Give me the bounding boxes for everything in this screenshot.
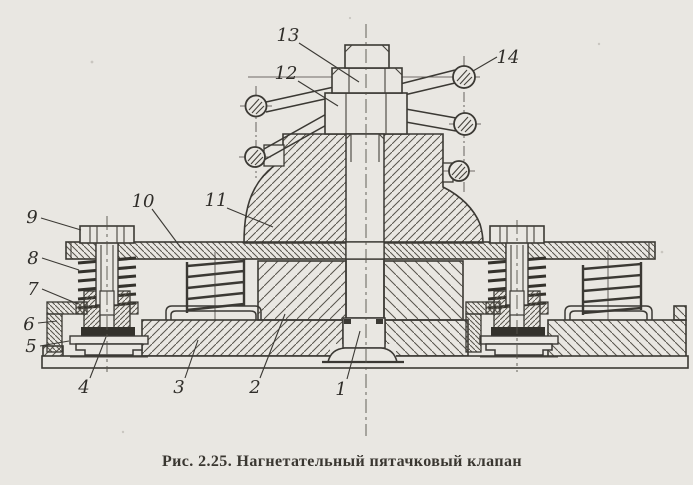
- part-label-8: 8: [27, 248, 38, 269]
- part-label-9: 9: [26, 207, 37, 228]
- scan-specks: [90, 16, 664, 434]
- part-label-3: 3: [173, 377, 184, 398]
- damper-valve-disc: [75, 343, 143, 356]
- damper-valve-disc: [485, 343, 553, 356]
- damper-spring-retainer: [491, 327, 545, 336]
- part-label-14: 14: [497, 47, 520, 68]
- damper-bracket-wall: [46, 313, 63, 353]
- part-label-4: 4: [77, 377, 89, 398]
- spindle-collar-and-foot: [322, 317, 404, 364]
- damper-spring-retainer: [81, 327, 135, 336]
- lift-limiter-plate: [65, 241, 656, 260]
- centerlines: [106, 24, 518, 436]
- part-label-5: 5: [25, 336, 36, 357]
- leader-lines: [37, 42, 498, 380]
- part-label-2: 2: [248, 377, 260, 398]
- valve-guide-block: [257, 260, 464, 321]
- tommy-bar-ball-ends: [239, 56, 481, 192]
- part-label-11: 11: [205, 190, 228, 211]
- spindle-stem: [345, 133, 385, 319]
- damper-plate: [479, 335, 559, 345]
- part-label-13: 13: [277, 25, 300, 46]
- part-label-10: 10: [132, 191, 155, 212]
- part-label-1: 1: [335, 379, 346, 400]
- damper-plate: [69, 335, 149, 345]
- damper-bracket-arm: [465, 301, 501, 315]
- part-label-6: 6: [23, 314, 34, 335]
- spindle-top-end: [344, 44, 390, 69]
- damper-bracket-wall: [465, 313, 482, 353]
- damper-bracket-arm: [46, 301, 88, 315]
- figure-caption: Рис. 2.25. Нагнетательный пятачковый кла…: [162, 453, 522, 470]
- part-label-12: 12: [275, 63, 298, 84]
- part-labels: 1 2 3 4 5 6 7 8 9 10 11 12 13 14: [23, 25, 519, 400]
- part-label-7: 7: [27, 279, 39, 300]
- valve-seat-base: [41, 305, 689, 369]
